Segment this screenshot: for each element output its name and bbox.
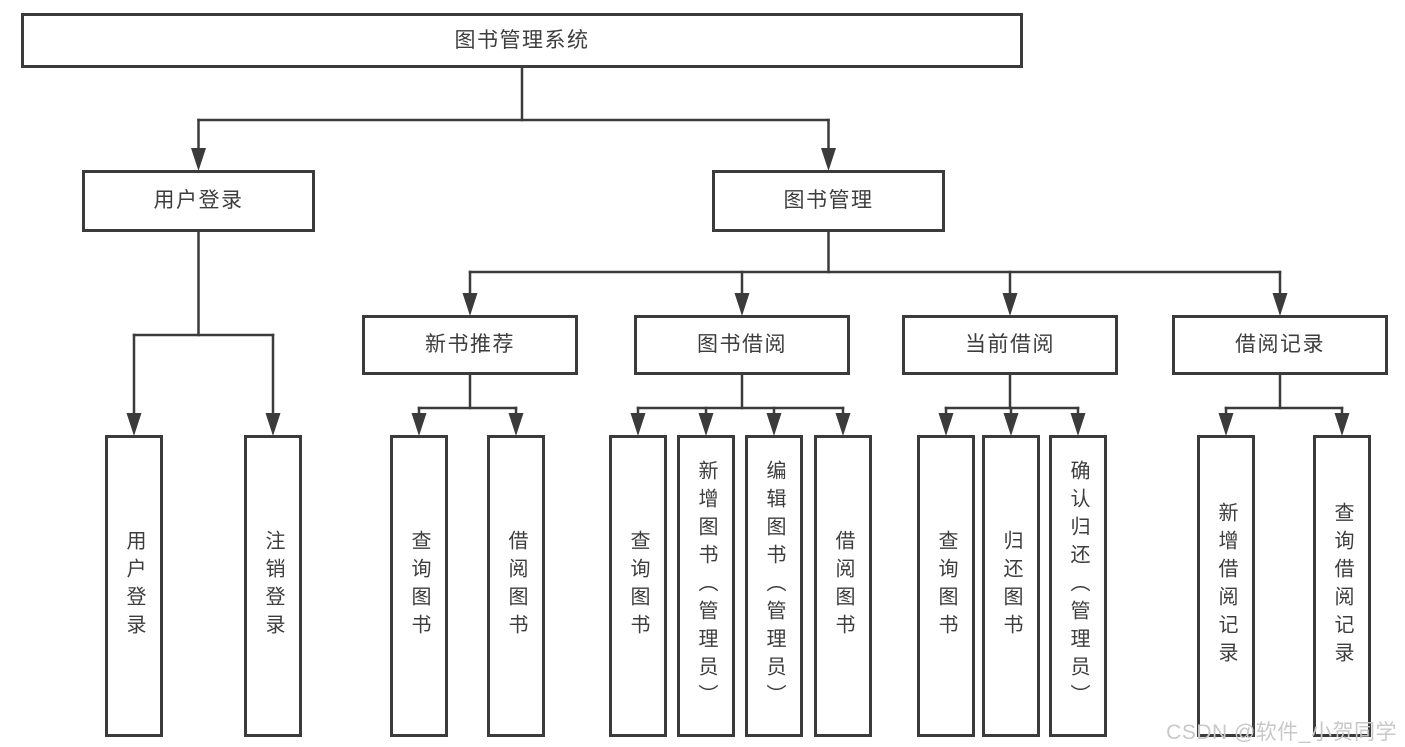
node-label: 图书借阅 [697, 333, 787, 357]
node-nbr-query: 查询图书 [390, 435, 448, 737]
node-cb-confirm: 确认归还（管理员） [1049, 435, 1107, 737]
node-label: 新增借阅记录 [1215, 502, 1237, 670]
node-cb-return: 归还图书 [982, 435, 1040, 737]
arrowhead-down-icon [126, 413, 142, 436]
node-bb-add: 新增图书（管理员） [677, 435, 735, 737]
node-system: 图书管理系统 [21, 13, 1023, 68]
arrowhead-down-icon [191, 148, 206, 171]
node-br-add: 新增借阅记录 [1197, 435, 1255, 737]
node-label: 查询图书 [408, 530, 430, 642]
arrowhead-down-icon [1002, 293, 1018, 316]
node-book-mgmt: 图书管理 [712, 170, 945, 232]
arrowhead-down-icon [630, 413, 646, 436]
node-label: 查询图书 [935, 530, 957, 642]
node-borrow-records: 借阅记录 [1172, 315, 1388, 375]
arrowhead-down-icon [462, 293, 478, 316]
node-current-borrow: 当前借阅 [902, 315, 1118, 375]
node-label: 新增图书（管理员） [695, 460, 717, 712]
arrowhead-down-icon [698, 413, 714, 436]
node-label: 图书管理系统 [454, 28, 590, 52]
node-bb-query: 查询图书 [609, 435, 667, 737]
node-label: 查询图书 [627, 530, 649, 642]
node-nbr-borrow: 借阅图书 [487, 435, 545, 737]
node-label: 查询借阅记录 [1331, 502, 1353, 670]
node-label: 新书推荐 [425, 333, 515, 357]
node-label: 用户登录 [123, 530, 145, 642]
node-label: 借阅图书 [832, 530, 854, 642]
node-label: 归还图书 [1000, 530, 1022, 642]
node-label: 确认归还（管理员） [1067, 460, 1089, 712]
node-new-book-rec: 新书推荐 [362, 315, 578, 375]
arrowhead-down-icon [265, 413, 281, 436]
node-label: 当前借阅 [965, 333, 1055, 357]
arrowhead-down-icon [411, 413, 427, 436]
arrowhead-down-icon [821, 148, 836, 171]
arrowhead-down-icon [1334, 413, 1350, 436]
arrowhead-down-icon [1003, 413, 1019, 436]
node-login: 用户登录 [105, 435, 163, 737]
node-book-borrow: 图书借阅 [634, 315, 850, 375]
node-label: 图书管理 [783, 189, 874, 213]
node-label: 注销登录 [262, 530, 284, 642]
arrowhead-down-icon [734, 293, 750, 316]
node-bb-edit: 编辑图书（管理员） [745, 435, 803, 737]
node-user-login: 用户登录 [82, 170, 315, 232]
node-label: 编辑图书（管理员） [763, 460, 785, 712]
arrowhead-down-icon [938, 413, 954, 436]
arrowhead-down-icon [1272, 293, 1288, 316]
node-cb-query: 查询图书 [917, 435, 975, 737]
node-label: 借阅记录 [1235, 333, 1325, 357]
node-label: 借阅图书 [505, 530, 527, 642]
arrowhead-down-icon [1218, 413, 1234, 436]
arrowhead-down-icon [835, 413, 851, 436]
arrowhead-down-icon [1070, 413, 1086, 436]
node-logout: 注销登录 [244, 435, 302, 737]
node-label: 用户登录 [153, 189, 244, 213]
arrowhead-down-icon [766, 413, 782, 436]
arrowhead-down-icon [508, 413, 524, 436]
node-bb-borrow: 借阅图书 [814, 435, 872, 737]
node-br-query: 查询借阅记录 [1313, 435, 1371, 737]
watermark: CSDN @软件_小贺同学 [1166, 721, 1397, 744]
